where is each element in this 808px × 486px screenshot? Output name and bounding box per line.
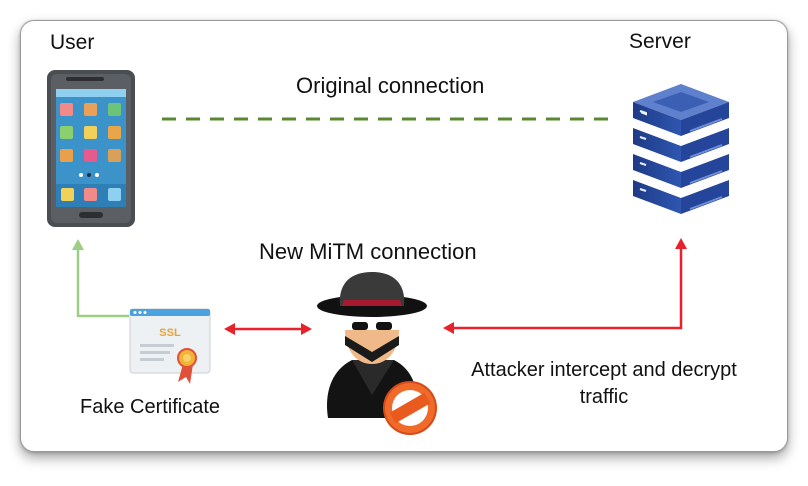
mitm-connection-label: New MiTM connection (259, 239, 477, 264)
fake-certificate-label: Fake Certificate (80, 396, 221, 418)
server-label: Server (629, 30, 691, 53)
certificate-attacker-arrow (224, 323, 312, 335)
attacker-caption-line1: Attacker intercept and decrypt (471, 359, 737, 381)
user-certificate-arrow (72, 239, 129, 318)
no-entry-icon (383, 381, 437, 435)
ssl-badge-text: SSL (159, 327, 181, 339)
attacker-server-arrow (443, 238, 687, 334)
original-connection-label: Original connection (296, 73, 485, 98)
smartphone-icon (47, 70, 135, 227)
server-rack-icon (633, 84, 729, 214)
user-label: User (50, 31, 95, 54)
attacker-caption-line2: traffic (579, 386, 629, 408)
ssl-certificate-icon: SSL (129, 308, 211, 384)
attacker-caption: Attacker intercept and decrypt traffic (440, 357, 768, 411)
